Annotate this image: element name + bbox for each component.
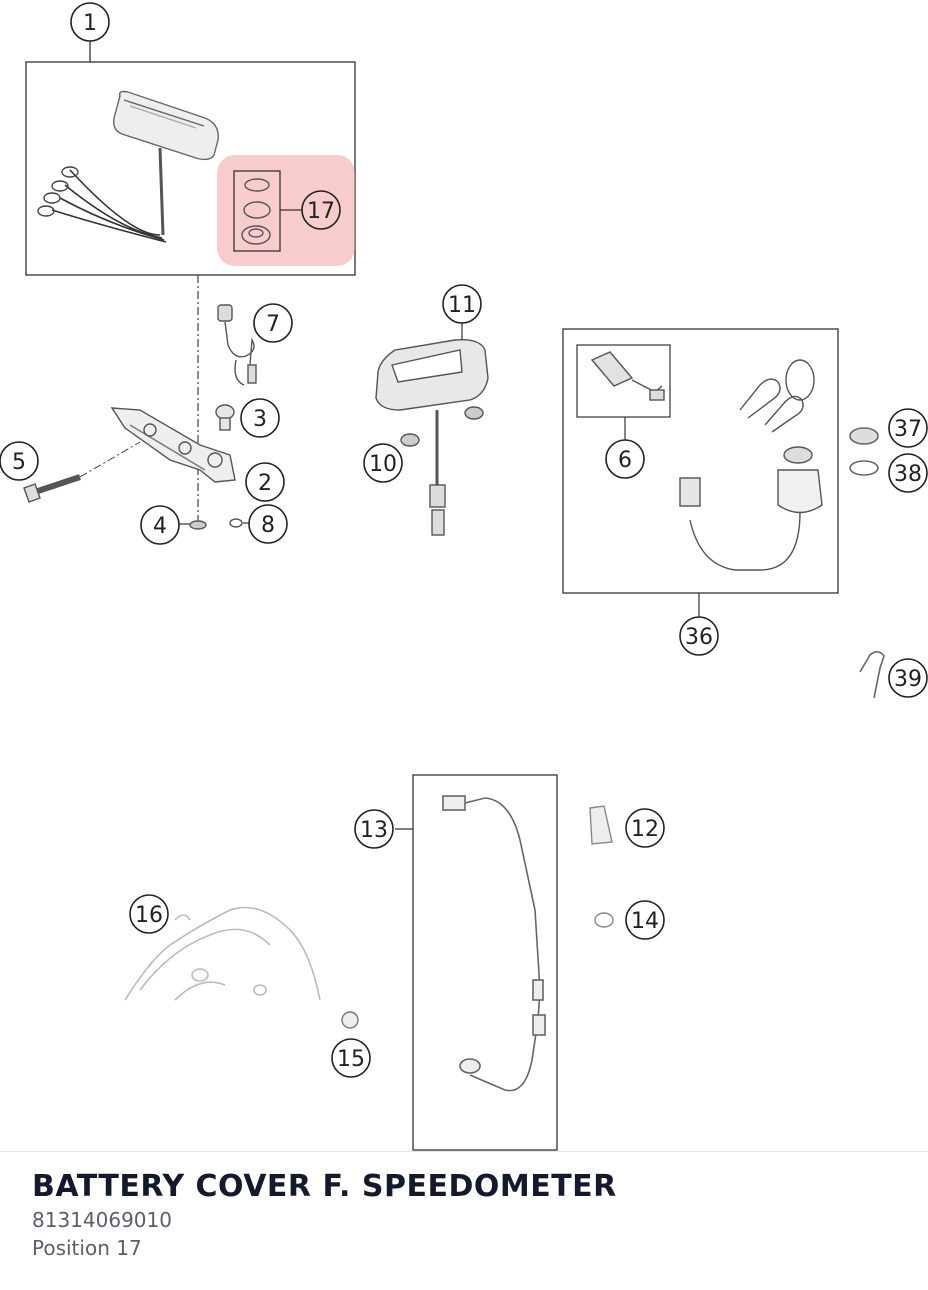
battery-cover-parts-drawing [241,178,271,245]
callout-7[interactable]: 7 [253,303,293,343]
info-divider [0,1151,928,1152]
svg-text:38: 38 [894,462,922,487]
svg-text:4: 4 [153,514,167,539]
callout-14[interactable]: 14 [625,900,665,940]
callout-38[interactable]: 38 [888,453,928,493]
svg-text:36: 36 [685,625,713,650]
svg-text:17: 17 [307,199,335,224]
svg-text:14: 14 [631,909,659,934]
group-1-assembly [25,40,356,276]
svg-text:1: 1 [83,11,97,36]
callout-4[interactable]: 4 [140,505,180,545]
washers-and-key-drawing [849,427,885,699]
callout-12[interactable]: 12 [625,808,665,848]
svg-text:8: 8 [261,513,275,538]
callout-8[interactable]: 8 [248,504,288,544]
group-13-sensor-cable [395,774,614,1151]
brake-disc-guard-drawing [124,906,321,1001]
callout-1[interactable]: 1 [70,2,110,42]
callout-5[interactable]: 5 [0,441,39,481]
svg-text:2: 2 [258,471,272,496]
part-position: Position 17 [32,1236,142,1260]
svg-text:11: 11 [448,293,476,318]
callout-37[interactable]: 37 [888,408,928,448]
callout-2[interactable]: 2 [245,462,285,502]
svg-text:37: 37 [894,417,922,442]
holder-parts-drawing [23,304,257,530]
part-number: 81314069010 [32,1208,172,1232]
speedometer-11-drawing [375,339,489,536]
callout-17[interactable]: 17 [301,190,341,230]
svg-text:6: 6 [618,448,632,473]
callout-15[interactable]: 15 [331,1038,371,1078]
svg-text:5: 5 [12,450,26,475]
svg-text:7: 7 [266,312,280,337]
callout-16[interactable]: 16 [129,894,169,934]
callout-3[interactable]: 3 [240,398,280,438]
part-info-panel: BATTERY COVER F. SPEEDOMETER 81314069010… [32,1168,908,1262]
svg-text:12: 12 [631,817,659,842]
svg-text:15: 15 [337,1047,365,1072]
part-title: BATTERY COVER F. SPEEDOMETER [32,1169,617,1204]
callout-6[interactable]: 6 [605,439,645,479]
svg-text:39: 39 [894,667,922,692]
callout-11[interactable]: 11 [442,284,482,324]
svg-text:16: 16 [135,903,163,928]
callout-10[interactable]: 10 [363,443,403,483]
callout-13[interactable]: 13 [354,809,394,849]
group-36-ignition-lock [562,328,839,618]
callout-39[interactable]: 39 [888,658,928,698]
svg-text:13: 13 [360,818,388,843]
exploded-parts-diagram: 1 17 7 3 5 2 4 8 11 10 6 36 37 38 39 13 … [0,2,928,1151]
svg-text:10: 10 [369,452,397,477]
callout-36[interactable]: 36 [679,616,719,656]
spacer-15-drawing [341,1011,359,1029]
speedometer-unit-drawing [37,90,219,243]
svg-text:3: 3 [253,407,267,432]
